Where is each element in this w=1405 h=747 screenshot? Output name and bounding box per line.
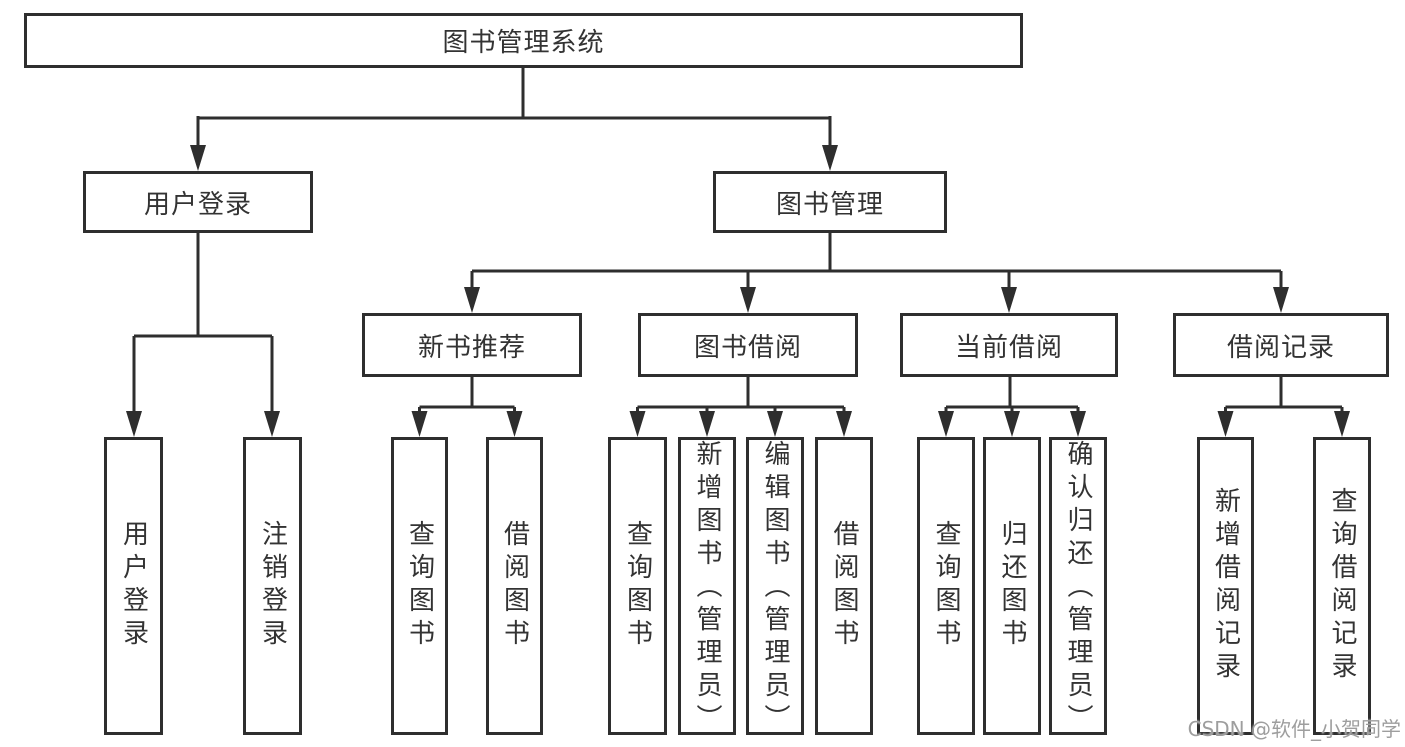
leaf-recommend-borrow-books-label: 借阅图书 [499, 520, 530, 652]
leaf-recommend-query-books: 查询图书 [391, 437, 448, 735]
node-current-borrow-label: 当前借阅 [954, 332, 1063, 363]
leaf-borrow-borrow-books-label: 借阅图书 [829, 520, 859, 652]
leaf-user-login-label: 用户登录 [118, 520, 149, 652]
node-borrow-record-label: 借阅记录 [1226, 332, 1335, 363]
node-book-borrow: 图书借阅 [638, 313, 858, 377]
leaf-record-add: 新增借阅记录 [1197, 437, 1254, 735]
node-root: 图书管理系统 [24, 13, 1023, 68]
node-new-book-recommend: 新书推荐 [362, 313, 582, 377]
leaf-borrow-edit-books-label: 编辑图书（管理员） [760, 440, 790, 737]
leaf-borrow-add-books: 新增图书（管理员） [678, 437, 736, 737]
leaf-borrow-query-books-label: 查询图书 [622, 520, 653, 652]
leaf-logout-label: 注销登录 [257, 520, 288, 652]
node-user-login-label: 用户登录 [143, 189, 252, 220]
leaf-logout: 注销登录 [243, 437, 302, 735]
leaf-current-confirm-return-label: 确认归还（管理员） [1063, 440, 1093, 737]
watermark: CSDN @软件_小贺同学 [1187, 717, 1401, 741]
leaf-borrow-query-books: 查询图书 [608, 437, 667, 735]
node-root-label: 图书管理系统 [442, 28, 605, 58]
node-book-borrow-label: 图书借阅 [693, 332, 802, 363]
node-book-management: 图书管理 [713, 171, 947, 233]
node-new-book-recommend-label: 新书推荐 [417, 332, 526, 363]
leaf-user-login: 用户登录 [104, 437, 163, 735]
node-book-management-label: 图书管理 [775, 189, 884, 220]
leaf-recommend-borrow-books: 借阅图书 [486, 437, 543, 735]
leaf-borrow-add-books-label: 新增图书（管理员） [692, 440, 722, 737]
node-user-login: 用户登录 [83, 171, 313, 233]
leaf-current-query-books: 查询图书 [917, 437, 975, 735]
node-borrow-record: 借阅记录 [1173, 313, 1389, 377]
leaf-record-query-label: 查询借阅记录 [1327, 487, 1357, 685]
leaf-current-return-books-label: 归还图书 [997, 520, 1027, 652]
leaf-record-query: 查询借阅记录 [1313, 437, 1371, 735]
leaf-current-confirm-return: 确认归还（管理员） [1049, 437, 1107, 737]
leaf-borrow-edit-books: 编辑图书（管理员） [746, 437, 804, 737]
leaf-current-return-books: 归还图书 [983, 437, 1041, 735]
leaf-borrow-borrow-books: 借阅图书 [815, 437, 873, 735]
leaf-record-add-label: 新增借阅记录 [1210, 487, 1241, 685]
node-current-borrow: 当前借阅 [900, 313, 1118, 377]
leaf-current-query-books-label: 查询图书 [931, 520, 961, 652]
leaf-recommend-query-books-label: 查询图书 [404, 520, 435, 652]
